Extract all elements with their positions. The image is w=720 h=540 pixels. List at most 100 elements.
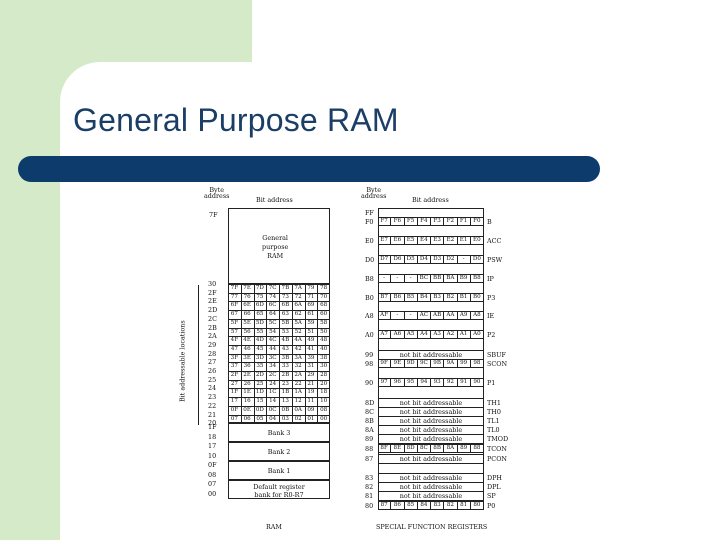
sfr-bit-cell: 9B bbox=[431, 359, 445, 367]
bit-address-cell: 7C bbox=[268, 285, 277, 291]
bit-address-cell: 00 bbox=[320, 415, 328, 422]
sfr-bit-cell: 9E bbox=[391, 359, 405, 367]
bit-address-cell: 4C bbox=[268, 337, 277, 344]
sfr-bit-cell: 9C bbox=[418, 359, 431, 367]
bit-address-cell: 70 bbox=[320, 293, 328, 300]
sfr-row-address: B8 bbox=[365, 275, 374, 283]
bit-address-cell: 06 bbox=[243, 415, 251, 422]
bit-address-cell: 23 bbox=[281, 380, 289, 387]
bank-address-bottom: 18 bbox=[208, 433, 217, 442]
sfr-bit-cell: B4 bbox=[418, 293, 431, 301]
bit-address-cell: 01 bbox=[307, 415, 315, 422]
sfr-bit-cell: BB bbox=[431, 274, 445, 282]
bit-address-cell: 5F bbox=[230, 319, 239, 326]
bit-addressable-bracket bbox=[198, 285, 199, 425]
sfr-row-address: 81 bbox=[365, 492, 374, 500]
sfr-row-line bbox=[378, 444, 484, 445]
bit-address-cell: 17 bbox=[230, 398, 238, 405]
sfr-register-name: TL0 bbox=[487, 426, 500, 434]
bit-address-cell: 02 bbox=[294, 415, 302, 422]
sfr-row-line-bottom bbox=[378, 386, 484, 387]
sfr-row-address: F0 bbox=[365, 218, 374, 226]
sfr-not-bit-addressable: not bit addressable bbox=[399, 474, 463, 482]
bit-address-cell: 19 bbox=[307, 389, 315, 396]
sfr-row-line bbox=[378, 236, 484, 237]
bit-address-cell: 08 bbox=[320, 406, 328, 413]
ram-row-address: 2C bbox=[208, 314, 217, 323]
sfr-row-line bbox=[378, 454, 484, 455]
sfr-bit-cell: E5 bbox=[405, 236, 418, 244]
bit-address-cell: 22 bbox=[294, 380, 302, 387]
bit-address-cell: 45 bbox=[256, 345, 264, 352]
sfr-register-name: P2 bbox=[487, 331, 496, 339]
bit-address-cell: 73 bbox=[281, 293, 289, 300]
bit-address-cell: 41 bbox=[307, 345, 315, 352]
bit-address-cell: 6C bbox=[268, 302, 277, 309]
register-bank-block bbox=[228, 480, 330, 500]
sfr-bit-cell: A1 bbox=[458, 330, 471, 338]
bank-address-top: 07 bbox=[208, 480, 217, 489]
bit-address-cell: 5C bbox=[268, 319, 277, 326]
sfr-row-address: 99 bbox=[365, 351, 374, 359]
sfr-row-line bbox=[378, 407, 484, 408]
ram-caption: RAM bbox=[266, 523, 282, 531]
bit-address-cell: 75 bbox=[256, 293, 264, 300]
bit-address-cell: 67 bbox=[230, 311, 238, 318]
bit-address-cell: 03 bbox=[281, 415, 289, 422]
sfr-bit-cell: 89 bbox=[458, 444, 471, 452]
bit-address-cell: 69 bbox=[307, 302, 315, 309]
bit-address-cell: 6F bbox=[230, 302, 239, 309]
bit-address-cell: 49 bbox=[307, 337, 315, 344]
bit-address-cell: 11 bbox=[307, 398, 315, 405]
sfr-row-line-bottom bbox=[378, 282, 484, 283]
bit-address-cell: 60 bbox=[320, 311, 328, 318]
sfr-bit-cell: E3 bbox=[431, 236, 445, 244]
sfr-bit-cell: - bbox=[405, 311, 418, 319]
bank-address-top: 17 bbox=[208, 442, 217, 451]
sfr-bit-cell: 83 bbox=[431, 501, 445, 509]
sfr-bit-cell: F7 bbox=[378, 217, 392, 225]
sfr-bit-cell: E2 bbox=[444, 236, 458, 244]
sfr-bit-cell: 9A bbox=[444, 359, 458, 367]
sfr-register-name: TMOD bbox=[487, 435, 509, 443]
bit-address-cell: 35 bbox=[256, 363, 264, 370]
sfr-bit-cell: F2 bbox=[444, 217, 458, 225]
bit-addressable-side-label: Bit addressable locations bbox=[178, 320, 187, 403]
sfr-row-address: 82 bbox=[365, 483, 374, 491]
bit-address-cell: 33 bbox=[281, 363, 289, 370]
sfr-bit-cell: 94 bbox=[418, 378, 431, 386]
bit-address-cell: 12 bbox=[294, 398, 302, 405]
ram-row-address: 23 bbox=[208, 393, 217, 402]
sfr-row-address: 83 bbox=[365, 474, 374, 482]
bit-address-cell: 44 bbox=[269, 345, 277, 352]
sfr-row-line-bottom bbox=[378, 509, 484, 510]
bit-address-cell: 2B bbox=[281, 372, 290, 378]
bit-address-cell: 43 bbox=[281, 345, 289, 352]
bit-address-cell: 0A bbox=[294, 406, 302, 413]
bank-address-bottom: 00 bbox=[208, 490, 217, 499]
sfr-not-bit-addressable: not bit addressable bbox=[399, 426, 463, 434]
sfr-bit-cell: 91 bbox=[458, 378, 471, 386]
sfr-bit-cell: A2 bbox=[444, 330, 458, 338]
sfr-bit-cell: 8D bbox=[405, 444, 418, 452]
grid-col-line bbox=[240, 284, 242, 424]
title-divider-bar bbox=[18, 156, 600, 182]
bit-address-cell: 1E bbox=[243, 389, 251, 396]
sfr-row-address: A0 bbox=[365, 331, 374, 339]
bit-address-cell: 53 bbox=[281, 328, 289, 335]
sfr-register-name: SBUF bbox=[487, 351, 506, 359]
sfr-register-name: ACC bbox=[487, 237, 502, 245]
general-purpose-ram-block bbox=[228, 208, 330, 284]
bit-address-cell: 51 bbox=[307, 328, 315, 335]
sfr-row-line bbox=[378, 482, 484, 483]
sfr-bit-cell: F1 bbox=[458, 217, 471, 225]
ram-row-address: 2E bbox=[208, 297, 217, 306]
sfr-bit-cell: - bbox=[391, 311, 405, 319]
sfr-bit-cell: 98 bbox=[471, 359, 484, 367]
sfr-bit-cell: F0 bbox=[471, 217, 484, 225]
sfr-bit-cell: AB bbox=[431, 311, 445, 319]
sfr-register-name: PCON bbox=[487, 455, 508, 463]
sfr-bit-cell: B3 bbox=[431, 293, 445, 301]
